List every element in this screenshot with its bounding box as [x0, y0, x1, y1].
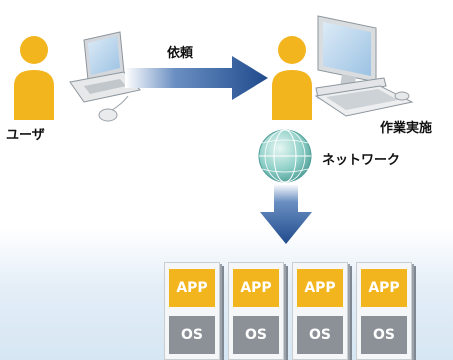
- work-label: 作業実施: [380, 121, 433, 136]
- network-label: ネットワーク: [322, 153, 401, 168]
- desktop-pc-icon: [314, 15, 414, 117]
- laptop-icon: [69, 31, 141, 122]
- os-block: OS: [169, 316, 215, 354]
- app-block: APP: [169, 269, 215, 307]
- arrow-down-icon: [260, 184, 312, 244]
- os-block: OS: [297, 316, 343, 354]
- server-unit: APP OS: [164, 262, 220, 360]
- user-label: ユーザ: [6, 128, 45, 143]
- server-unit: APP OS: [228, 262, 284, 360]
- os-block: OS: [361, 316, 407, 354]
- server-unit: APP OS: [356, 262, 412, 360]
- server-unit: APP OS: [292, 262, 348, 360]
- globe-icon: [258, 129, 312, 183]
- user-person-icon: [14, 36, 54, 120]
- arrow-right-icon: [125, 56, 268, 100]
- app-block: APP: [233, 269, 279, 307]
- request-label: 依頼: [167, 46, 194, 61]
- app-block: APP: [361, 269, 407, 307]
- worker-person-icon: [272, 36, 312, 120]
- os-block: OS: [233, 316, 279, 354]
- app-block: APP: [297, 269, 343, 307]
